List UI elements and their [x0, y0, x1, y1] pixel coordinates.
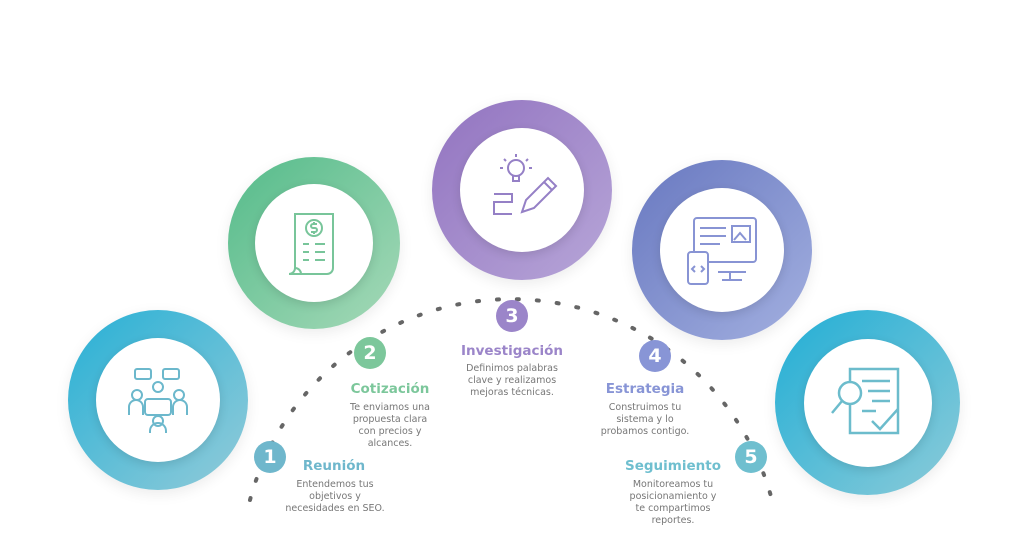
meeting-icon	[128, 368, 188, 433]
devices-icon	[687, 217, 757, 285]
step-4-description: Construimos tu sistema y lo probamos con…	[600, 402, 690, 437]
step-1-ring	[68, 310, 248, 490]
step-5-description: Monitoreamos tu posicionamiento y te com…	[629, 479, 717, 526]
step-1-description: Entendemos tus objetivos y necesidades e…	[285, 479, 385, 514]
step-2-title: Cotización	[350, 381, 430, 397]
step-3-ring	[432, 100, 612, 280]
step-4-title: Estrategia	[605, 381, 685, 397]
step-1-title: Reunión	[302, 458, 366, 474]
step-5-title: Seguimiento	[625, 458, 721, 474]
step-3-badge: 3	[496, 300, 528, 332]
step-4-ring	[632, 160, 812, 340]
report-check-icon	[830, 367, 899, 434]
step-2-ring	[228, 157, 400, 329]
step-1-badge: 1	[254, 441, 286, 473]
step-4-badge: 4	[639, 340, 671, 372]
step-2-description: Te enviamos una propuesta clara con prec…	[350, 402, 430, 449]
step-5-ring	[775, 310, 960, 495]
step-3-description: Definimos palabras clave y realizamos me…	[466, 363, 558, 398]
invoice-icon	[288, 213, 334, 275]
step-2-badge: 2	[354, 337, 386, 369]
step-5-badge: 5	[735, 441, 767, 473]
step-3-title: Investigación	[461, 343, 563, 359]
idea-pencil-icon	[493, 154, 558, 215]
